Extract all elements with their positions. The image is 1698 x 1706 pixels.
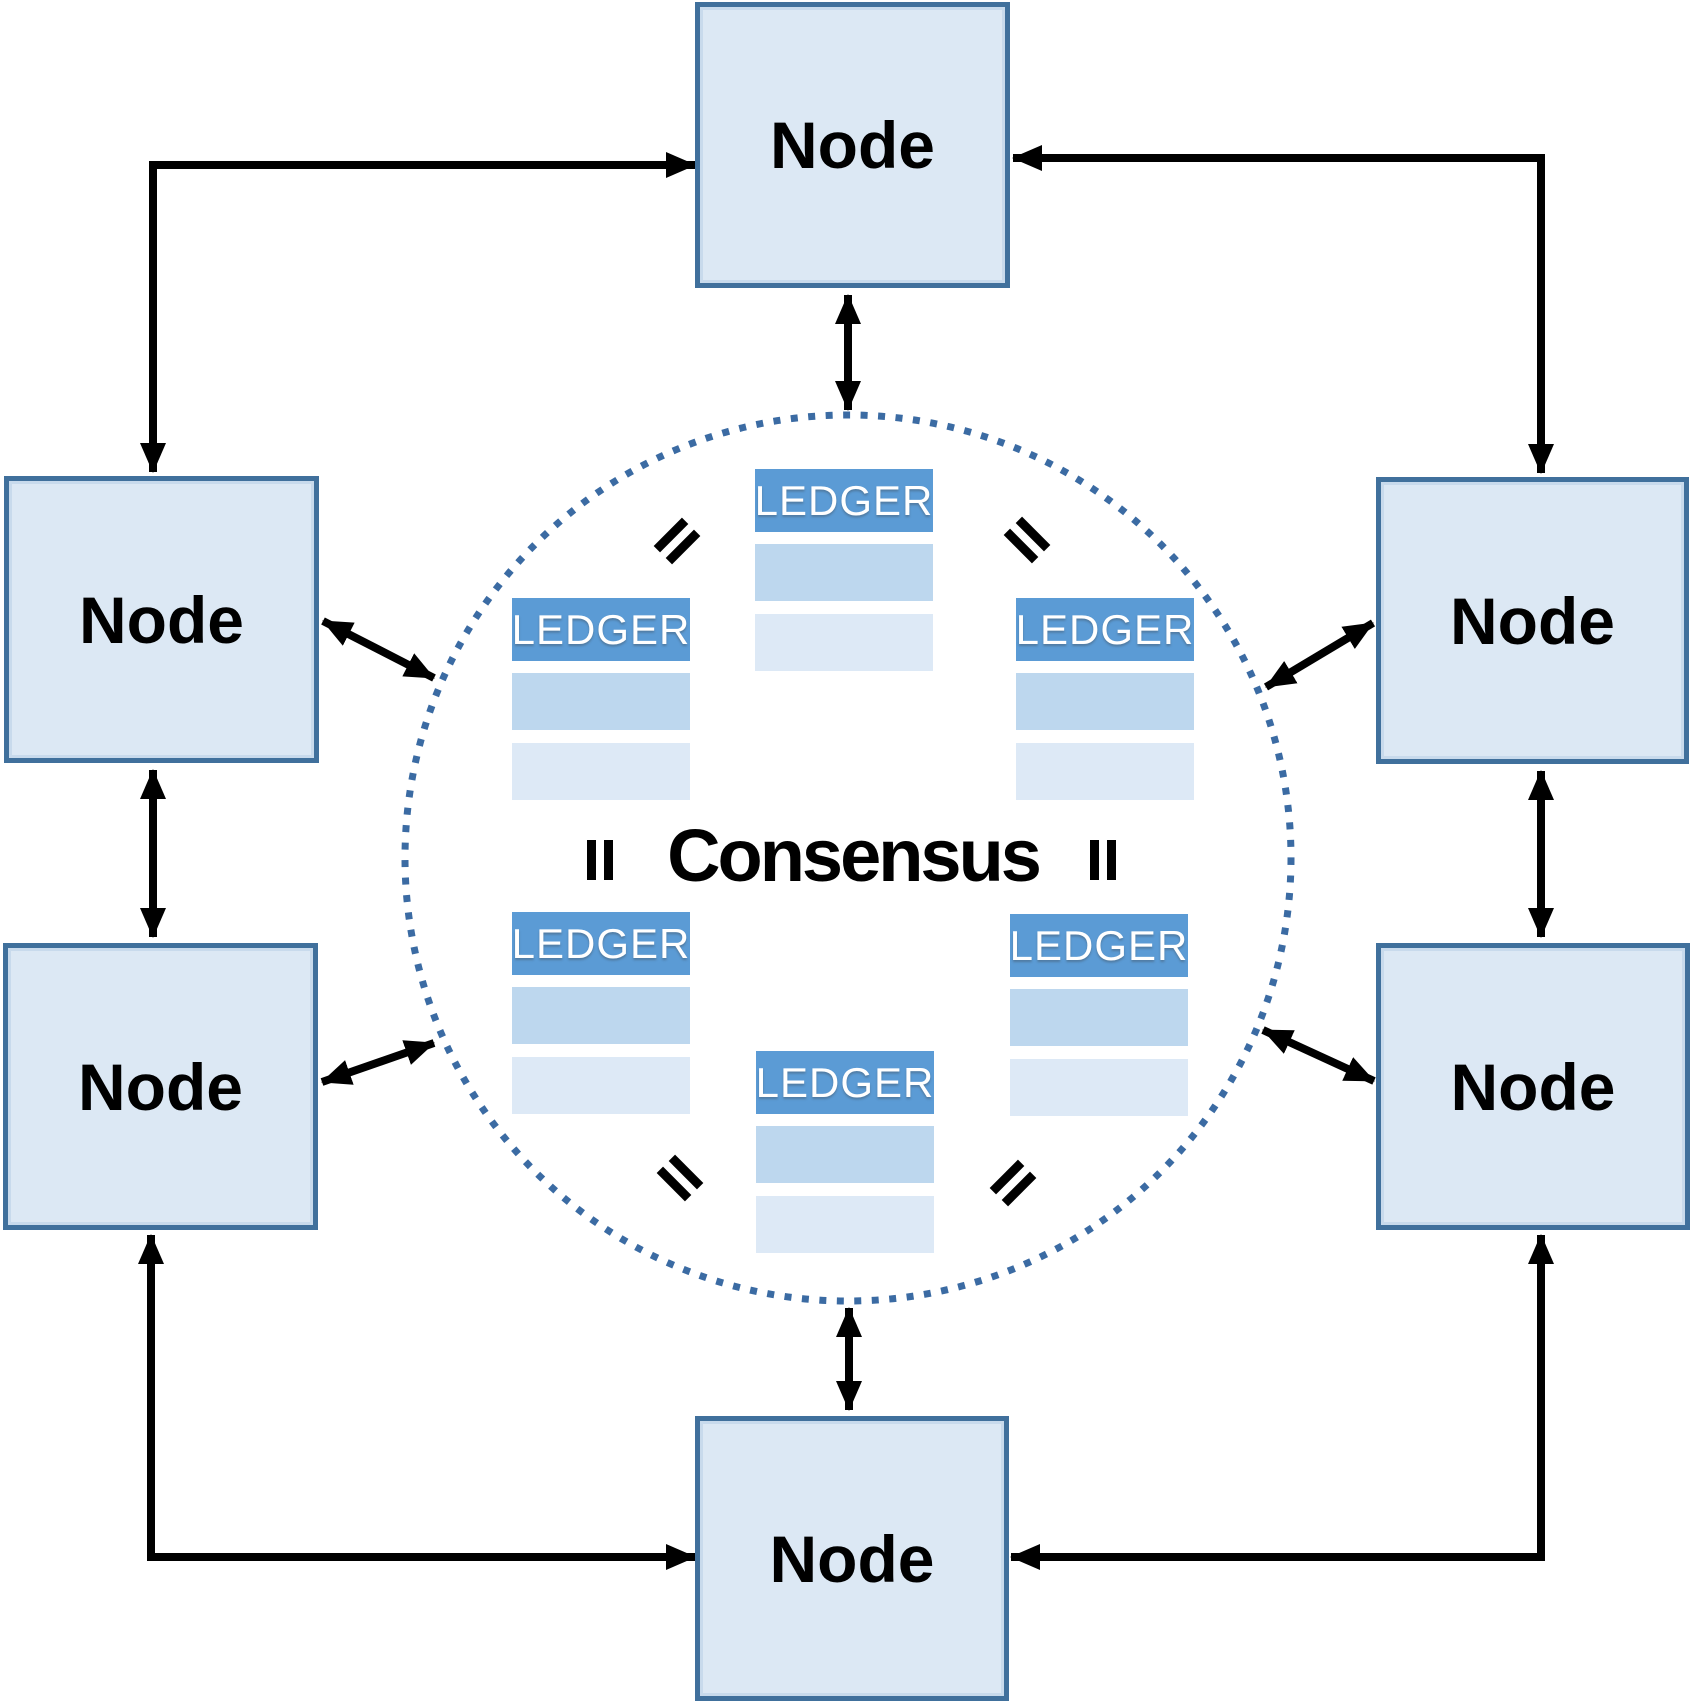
arrow-lowerright-node-to-circle	[1261, 1026, 1376, 1085]
node-label: Node	[1450, 1049, 1616, 1124]
arrow-upperleft-node-to-circle	[321, 617, 436, 682]
ledger-lower-right: LEDGER	[1010, 914, 1188, 1116]
ledger-top-center: LEDGER	[755, 469, 933, 671]
ledger-title: LEDGER	[1016, 598, 1194, 661]
equals-icon	[1090, 840, 1116, 880]
ledger-row	[512, 1057, 690, 1114]
node-box-upper-left: Node	[4, 476, 319, 763]
arrow-bottom-node-to-lowerright-node	[1010, 1234, 1554, 1570]
ledger-row	[756, 1126, 934, 1183]
node-box-lower-right: Node	[1376, 943, 1690, 1230]
node-box-top: Node	[695, 2, 1010, 288]
node-label: Node	[770, 108, 935, 182]
ledger-row	[1010, 989, 1188, 1046]
node-box-bottom: Node	[695, 1416, 1009, 1701]
node-label: Node	[1450, 583, 1615, 658]
node-box-lower-left: Node	[3, 943, 318, 1230]
arrow-top-node-to-upperleft-node	[140, 152, 696, 473]
ledger-row	[756, 1196, 934, 1253]
consensus-title: Consensus	[667, 814, 1042, 897]
ledger-row	[1016, 673, 1194, 730]
ledger-row	[1010, 1059, 1188, 1116]
ledger-row	[512, 673, 690, 730]
ledger-row	[512, 743, 690, 800]
consensus-circle	[401, 411, 1295, 1305]
ledger-row	[755, 614, 933, 671]
ledger-row	[512, 987, 690, 1044]
ledger-title: LEDGER	[512, 912, 690, 975]
ledger-bottom-center: LEDGER	[756, 1051, 934, 1253]
ledger-title: LEDGER	[512, 598, 690, 661]
node-box-upper-right: Node	[1376, 477, 1689, 764]
node-label: Node	[769, 1521, 935, 1596]
node-label: Node	[79, 582, 244, 657]
ledger-upper-left: LEDGER	[512, 598, 690, 800]
ledger-title: LEDGER	[756, 1051, 934, 1114]
ledger-row	[1016, 743, 1194, 800]
arrow-lowerleft-node-to-circle	[320, 1039, 436, 1086]
ledger-upper-right: LEDGER	[1016, 598, 1194, 800]
arrow-top-node-to-upperright-node	[1012, 145, 1554, 474]
ledger-title: LEDGER	[755, 469, 933, 532]
equals-icon	[587, 840, 613, 880]
ledger-row	[755, 544, 933, 601]
arrow-bottom-node-to-lowerleft-node	[138, 1234, 696, 1570]
node-label: Node	[78, 1049, 243, 1124]
ledger-title: LEDGER	[1010, 914, 1188, 977]
arrow-upperright-node-to-circle	[1263, 619, 1376, 691]
ledger-lower-left: LEDGER	[512, 912, 690, 1114]
